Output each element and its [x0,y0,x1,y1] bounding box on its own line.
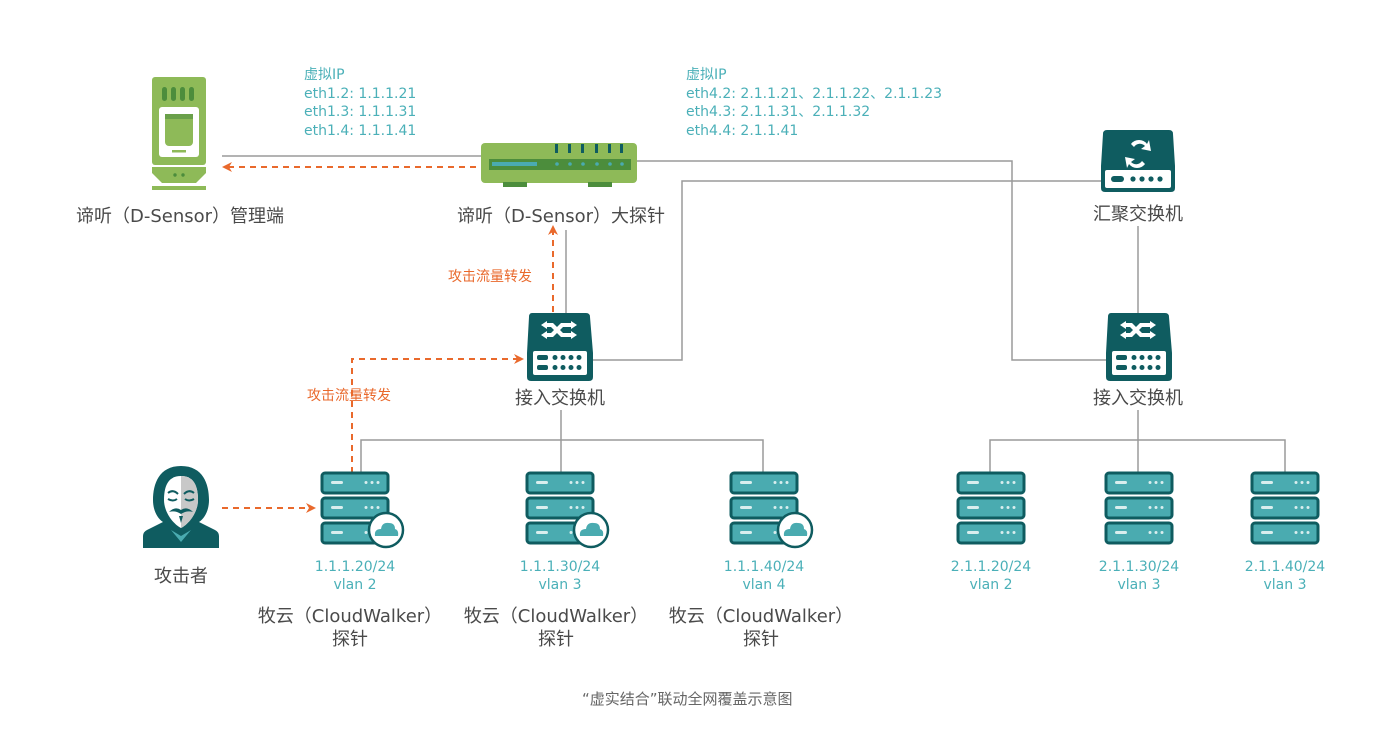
virtual-ip-right-title: 虚拟IP [686,67,727,83]
probe-label-1: 牧云（CloudWalker） 探针 [250,605,450,651]
probe-label-2: 牧云（CloudWalker） 探针 [456,605,656,651]
flow-label-upper: 攻击流量转发 [448,269,532,285]
server-ip: 1.1.1.40/24 [723,559,805,575]
cloud-icon [367,511,405,549]
flow-server-to-switch [351,354,524,473]
virtual-ip-right: 虚拟IP eth4.2: 2.1.1.21、2.1.1.22、2.1.1.23 … [686,66,942,140]
line-agg-left-access [592,180,1102,361]
probe-label-line2: 探针 [332,629,368,650]
probe-label-3: 牧云（CloudWalker） 探针 [661,605,861,651]
connection-lines [222,155,1286,473]
server-vlan: vlan 3 [538,577,582,593]
right-server-ip-3: 2.1.1.40/24 vlan 3 [1225,558,1345,594]
server-ip: 2.1.1.20/24 [950,559,1032,575]
line-left-bus [360,439,764,473]
server-ip: 1.1.1.20/24 [314,559,396,575]
left-server-ip-1: 1.1.1.20/24 vlan 2 [295,558,415,594]
virtual-ip-left-line: eth1.2: 1.1.1.21 [304,85,417,102]
server-stack-icon-right-1 [958,473,1024,543]
access-switch-left-label: 接入交换机 [515,388,605,409]
agg-switch-label: 汇聚交换机 [1093,204,1183,225]
server-stack-icon-left-3 [731,473,814,549]
access-switch-right-icon [1106,313,1172,381]
diagram-caption: “虚实结合”联动全网覆盖示意图 [582,690,793,708]
server-vlan: vlan 2 [333,577,377,593]
right-server-ip-2: 2.1.1.30/24 vlan 3 [1079,558,1199,594]
server-terminal-icon [152,77,206,190]
server-stack-icon-left-2 [527,473,610,549]
virtual-ip-left-title: 虚拟IP [304,67,345,83]
server-ip: 1.1.1.30/24 [519,559,601,575]
aggregation-switch-icon [1101,130,1175,192]
access-switch-left-icon [527,313,593,381]
right-server-ip-1: 2.1.1.20/24 vlan 2 [931,558,1051,594]
left-server-ip-3: 1.1.1.40/24 vlan 4 [704,558,824,594]
probe-label-line1: 牧云（CloudWalker） [257,606,443,627]
mgmt-label: 谛听（D-Sensor）管理端 [75,206,285,227]
probe-label-line1: 牧云（CloudWalker） [463,606,649,627]
server-ip: 2.1.1.40/24 [1244,559,1326,575]
network-appliance-icon [481,143,637,187]
big-probe-label: 谛听（D-Sensor）大探针 [456,206,666,227]
virtual-ip-left-line: eth1.4: 1.1.1.41 [304,122,417,139]
probe-label-line1: 牧云（CloudWalker） [668,606,854,627]
probe-label-line2: 探针 [538,629,574,650]
virtual-ip-left-line: eth1.3: 1.1.1.31 [304,104,417,120]
cloud-icon [776,511,814,549]
attack-flow-lines [222,162,558,513]
server-stack-icon-right-3 [1252,473,1318,543]
server-stack-icon-left-1 [322,473,405,549]
virtual-ip-left: 虚拟IP eth1.2: 1.1.1.21 eth1.3: 1.1.1.31 e… [304,66,416,140]
server-vlan: vlan 3 [1263,577,1307,593]
virtual-ip-right-line: eth4.2: 2.1.1.21、2.1.1.22、2.1.1.23 [686,85,943,102]
server-vlan: vlan 3 [1117,577,1161,593]
hacker-mask-icon [143,466,219,548]
server-vlan: vlan 4 [742,577,786,593]
virtual-ip-right-line: eth4.4: 2.1.1.41 [686,122,799,139]
server-stack-icon-right-2 [1106,473,1172,543]
flow-label-lower: 攻击流量转发 [307,388,391,404]
left-server-ip-2: 1.1.1.30/24 vlan 3 [500,558,620,594]
cloud-icon [572,511,610,549]
probe-label-line2: 探针 [743,629,779,650]
attacker-label: 攻击者 [154,566,208,587]
server-ip: 2.1.1.30/24 [1098,559,1180,575]
access-switch-right-label: 接入交换机 [1093,388,1183,409]
virtual-ip-right-line: eth4.3: 2.1.1.31、2.1.1.32 [686,104,871,120]
server-vlan: vlan 2 [969,577,1013,593]
line-probe-right-access [636,160,1108,361]
